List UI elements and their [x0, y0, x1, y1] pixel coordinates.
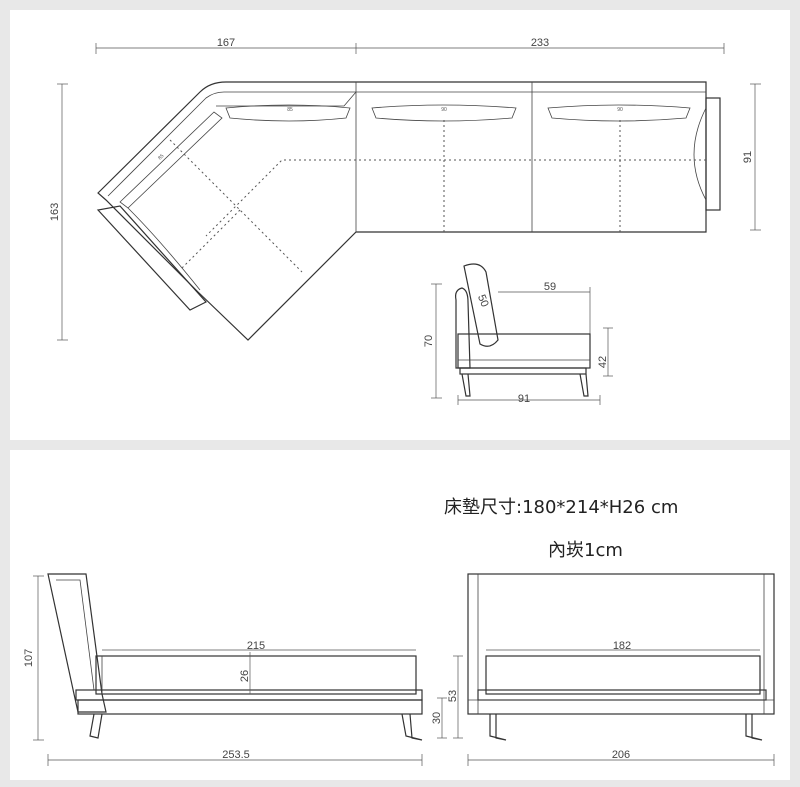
- dim-depth-right-label: 91: [742, 151, 754, 163]
- bed-total-width-label: 206: [612, 749, 630, 761]
- bed-mattress-width-label: 182: [613, 640, 631, 652]
- cushion-a-label: 85: [287, 107, 293, 113]
- bed-headboard-height-label: 107: [23, 649, 35, 667]
- dim-depth-left: 163: [49, 83, 68, 341]
- side-depth-label: 91: [518, 393, 530, 405]
- cushion-b-label: 85: [157, 153, 165, 161]
- dim-depth-left-label: 163: [49, 203, 61, 221]
- side-seat-height-label: 42: [597, 356, 609, 368]
- dim-width-left: 167: [95, 37, 357, 54]
- bed-front-view: 182 206: [467, 573, 775, 766]
- bed-mattress-length-label: 215: [247, 640, 265, 652]
- side-seat-depth-label: 59: [544, 281, 556, 293]
- bed-mattress-thickness-label: 26: [239, 670, 251, 682]
- inner-note-text: 內崁1cm: [548, 540, 623, 561]
- bed-drawing: 107 215 26 30 53 253.5: [23, 573, 775, 766]
- sofa-plan: 85 85 90 90: [96, 81, 721, 341]
- mattress-spec-text: 床墊尺寸:180*214*H26 cm: [444, 497, 679, 518]
- cushion-c-label: 90: [441, 107, 447, 113]
- side-back-cushion-label: 50: [475, 293, 491, 309]
- dim-depth-right: 91: [742, 83, 761, 231]
- dim-width-right: 233: [356, 37, 725, 54]
- sofa-drawing: 167 233 163 91 85: [49, 37, 761, 405]
- side-back-height-label: 70: [423, 335, 435, 347]
- bed-base-height-label: 30: [431, 712, 443, 724]
- sofa-drawing-panel: 167 233 163 91 85: [10, 10, 790, 440]
- bed-drawing-panel: 床墊尺寸:180*214*H26 cm 內崁1cm 107 215 26 30: [10, 450, 790, 780]
- dim-width-left-label: 167: [217, 37, 235, 49]
- bed-frame-height-label: 53: [447, 690, 459, 702]
- bed-side-view: 107 215 26 30 53 253.5: [23, 573, 463, 766]
- cushion-d-label: 90: [617, 107, 623, 113]
- dim-width-right-label: 233: [531, 37, 549, 49]
- sofa-side-view: 70 91 59 42 50: [423, 263, 613, 405]
- bed-total-length-label: 253.5: [222, 749, 250, 761]
